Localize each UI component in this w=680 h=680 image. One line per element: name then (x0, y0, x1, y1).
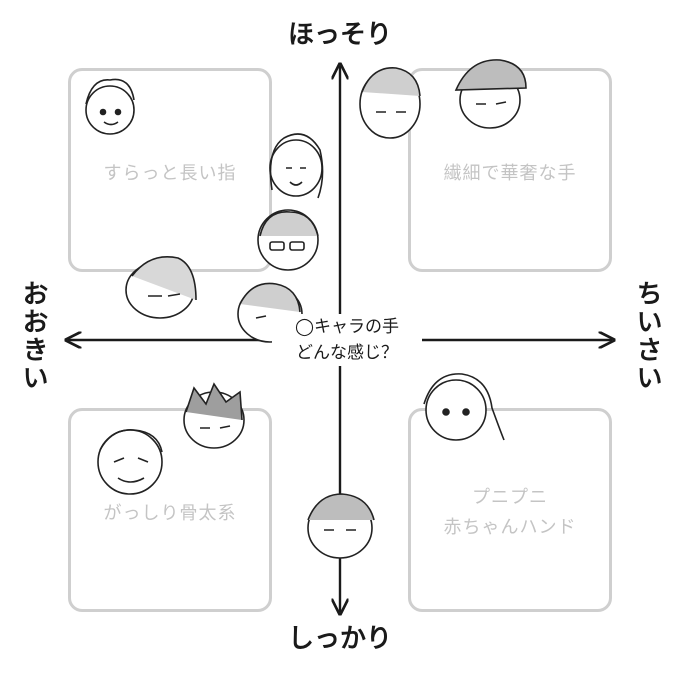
character-head-sketch (307, 493, 375, 559)
center-question-line-2: どんな感じ？ (296, 343, 398, 363)
character-head-sketch (125, 256, 197, 319)
quadrant-top-right: 繊細で華奢な手 (408, 68, 612, 272)
character-head-sketch (257, 209, 319, 271)
quadrant-bottom-right: プニプニ 赤ちゃんハンド (408, 408, 612, 612)
character-head-sketch (85, 78, 135, 135)
axis-label-left: おおきい (18, 280, 48, 392)
character-head-sketch (454, 59, 527, 129)
quadrant-bottom-left: がっしり骨太系 (68, 408, 272, 612)
center-question-line-1: ◯キャラの手 (294, 317, 400, 337)
quadrant-top-right-label: 繊細で華奢な手 (443, 163, 577, 184)
character-head-sketch (269, 133, 324, 199)
character-head-sketch (97, 429, 163, 495)
character-head-sketch (183, 382, 245, 449)
quadrant-top-left-label: すらっと長い指 (103, 163, 237, 184)
axis-label-bottom: しっかり (288, 624, 393, 654)
axis-label-right: ちいさい (632, 280, 662, 392)
character-head-sketch (423, 373, 505, 441)
character-head-sketch (359, 67, 421, 139)
quadrant-bottom-left-label: がっしり骨太系 (103, 503, 237, 524)
quadrant-bottom-right-label-2: 赤ちゃんハンド (443, 517, 577, 538)
quadrant-bottom-right-label-1: プニプニ (472, 487, 548, 508)
axis-label-top: ほっそり (288, 20, 393, 50)
center-question: ◯キャラの手 どんな感じ？ (272, 314, 422, 366)
